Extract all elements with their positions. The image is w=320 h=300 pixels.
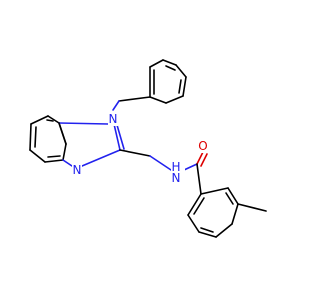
bond <box>182 76 187 97</box>
amide-h-label: H <box>171 160 180 174</box>
bond <box>162 59 177 66</box>
bond <box>149 96 167 104</box>
ch2-nh-bond <box>149 155 172 171</box>
bond <box>29 149 46 163</box>
bond <box>34 126 37 148</box>
atom-labels: N N N H O <box>72 111 209 185</box>
n1-benzyl-bond <box>112 100 120 111</box>
benzyl-ch2-bond <box>118 96 151 102</box>
carbonyl-double-bond <box>196 151 204 165</box>
methyl-bond <box>237 203 267 212</box>
bond <box>149 59 164 68</box>
label-background <box>72 163 82 178</box>
label-background <box>198 138 209 153</box>
bond <box>215 223 233 238</box>
bond <box>187 193 202 216</box>
label-background <box>108 111 118 126</box>
bond <box>113 123 121 151</box>
bond <box>29 123 32 151</box>
bond <box>44 159 64 163</box>
bond <box>47 115 60 124</box>
carbonyl-double-bond <box>200 153 208 167</box>
bond <box>62 143 67 161</box>
bond <box>165 95 184 104</box>
bond <box>47 155 61 158</box>
c2-ch2-bond <box>119 149 151 157</box>
bond <box>187 214 200 233</box>
bond <box>58 122 109 125</box>
bond <box>198 231 217 238</box>
bond <box>30 115 49 125</box>
oxygen-label: O <box>198 139 207 153</box>
bond <box>175 64 187 78</box>
bond <box>46 119 54 122</box>
carbonyl-aryl-bond <box>196 163 202 195</box>
bond <box>58 122 67 145</box>
bond <box>200 227 214 233</box>
bond <box>227 187 239 205</box>
benzimidazole-imidazole-ring <box>58 122 125 167</box>
bond <box>165 65 176 71</box>
bond <box>225 192 234 205</box>
bond <box>200 187 229 195</box>
n1-label: N <box>109 112 118 126</box>
bond <box>116 124 125 150</box>
bond <box>178 79 182 94</box>
toluoyl-ring <box>187 187 239 238</box>
bond <box>231 203 239 225</box>
chemical-structure: N N N H O <box>29 59 267 238</box>
benzyl-phenyl-ring <box>149 59 187 104</box>
label-background <box>171 166 185 183</box>
bond <box>62 159 73 167</box>
amide-n-label: N <box>172 171 181 185</box>
carbonyl-group <box>196 151 208 167</box>
bond <box>81 149 121 167</box>
nh-carbonyl-bond <box>183 163 198 171</box>
bond <box>193 197 205 215</box>
n3-label: N <box>73 163 82 177</box>
